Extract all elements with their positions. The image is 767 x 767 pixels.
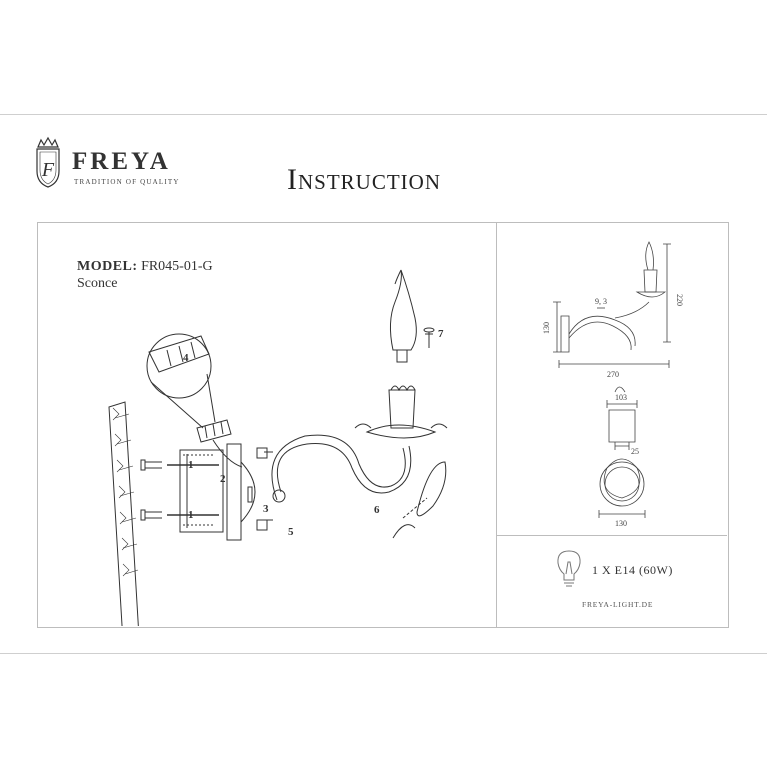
step-label-5: 5	[288, 526, 294, 538]
logo-letter: F	[41, 159, 55, 181]
dim-top-cup: 25	[631, 447, 639, 456]
vertical-divider	[496, 222, 497, 627]
dim-front-height: 220	[675, 294, 684, 306]
horizontal-divider	[496, 535, 727, 536]
model-label: MODEL:	[77, 259, 138, 274]
page-title: Instruction	[287, 163, 441, 196]
step-label-4: 4	[183, 352, 189, 364]
step-label-2: 2	[220, 473, 226, 485]
model-line: MODEL: FR045-01-G	[77, 259, 213, 275]
step-label-7: 7	[438, 328, 444, 340]
dim-front-plate: 130	[542, 322, 551, 334]
step-label-6: 6	[374, 504, 380, 516]
freya-crest-logo: F	[36, 136, 60, 188]
dim-top-width: 103	[615, 393, 627, 402]
dim-front-arm: 9, 3	[595, 297, 607, 306]
wall-plate	[108, 401, 139, 626]
brand-name: FREYA	[72, 148, 171, 175]
dimension-drawings: 9, 3 220 130 270 103 25 130	[542, 241, 684, 528]
dim-front-length: 270	[607, 370, 619, 379]
bulb-icon	[557, 550, 581, 587]
model-value: FR045-01-G	[141, 259, 213, 274]
bulb-spec: 1 X E14 (60W)	[592, 563, 673, 577]
instruction-sheet	[0, 114, 767, 654]
dim-top-plate: 130	[615, 519, 627, 528]
website-link[interactable]: FREYA-LIGHT.DE	[582, 600, 654, 609]
step-label-1: 1	[188, 459, 194, 471]
brand-tagline: TRADITION OF QUALITY	[74, 178, 180, 186]
diagram-frame	[37, 222, 729, 628]
step-label-3: 3	[263, 503, 269, 515]
product-type: Sconce	[77, 276, 118, 291]
assembly-diagram: 1 2 3 4 5 6 7 1	[108, 269, 448, 626]
step-label-1b: 1	[188, 509, 194, 521]
